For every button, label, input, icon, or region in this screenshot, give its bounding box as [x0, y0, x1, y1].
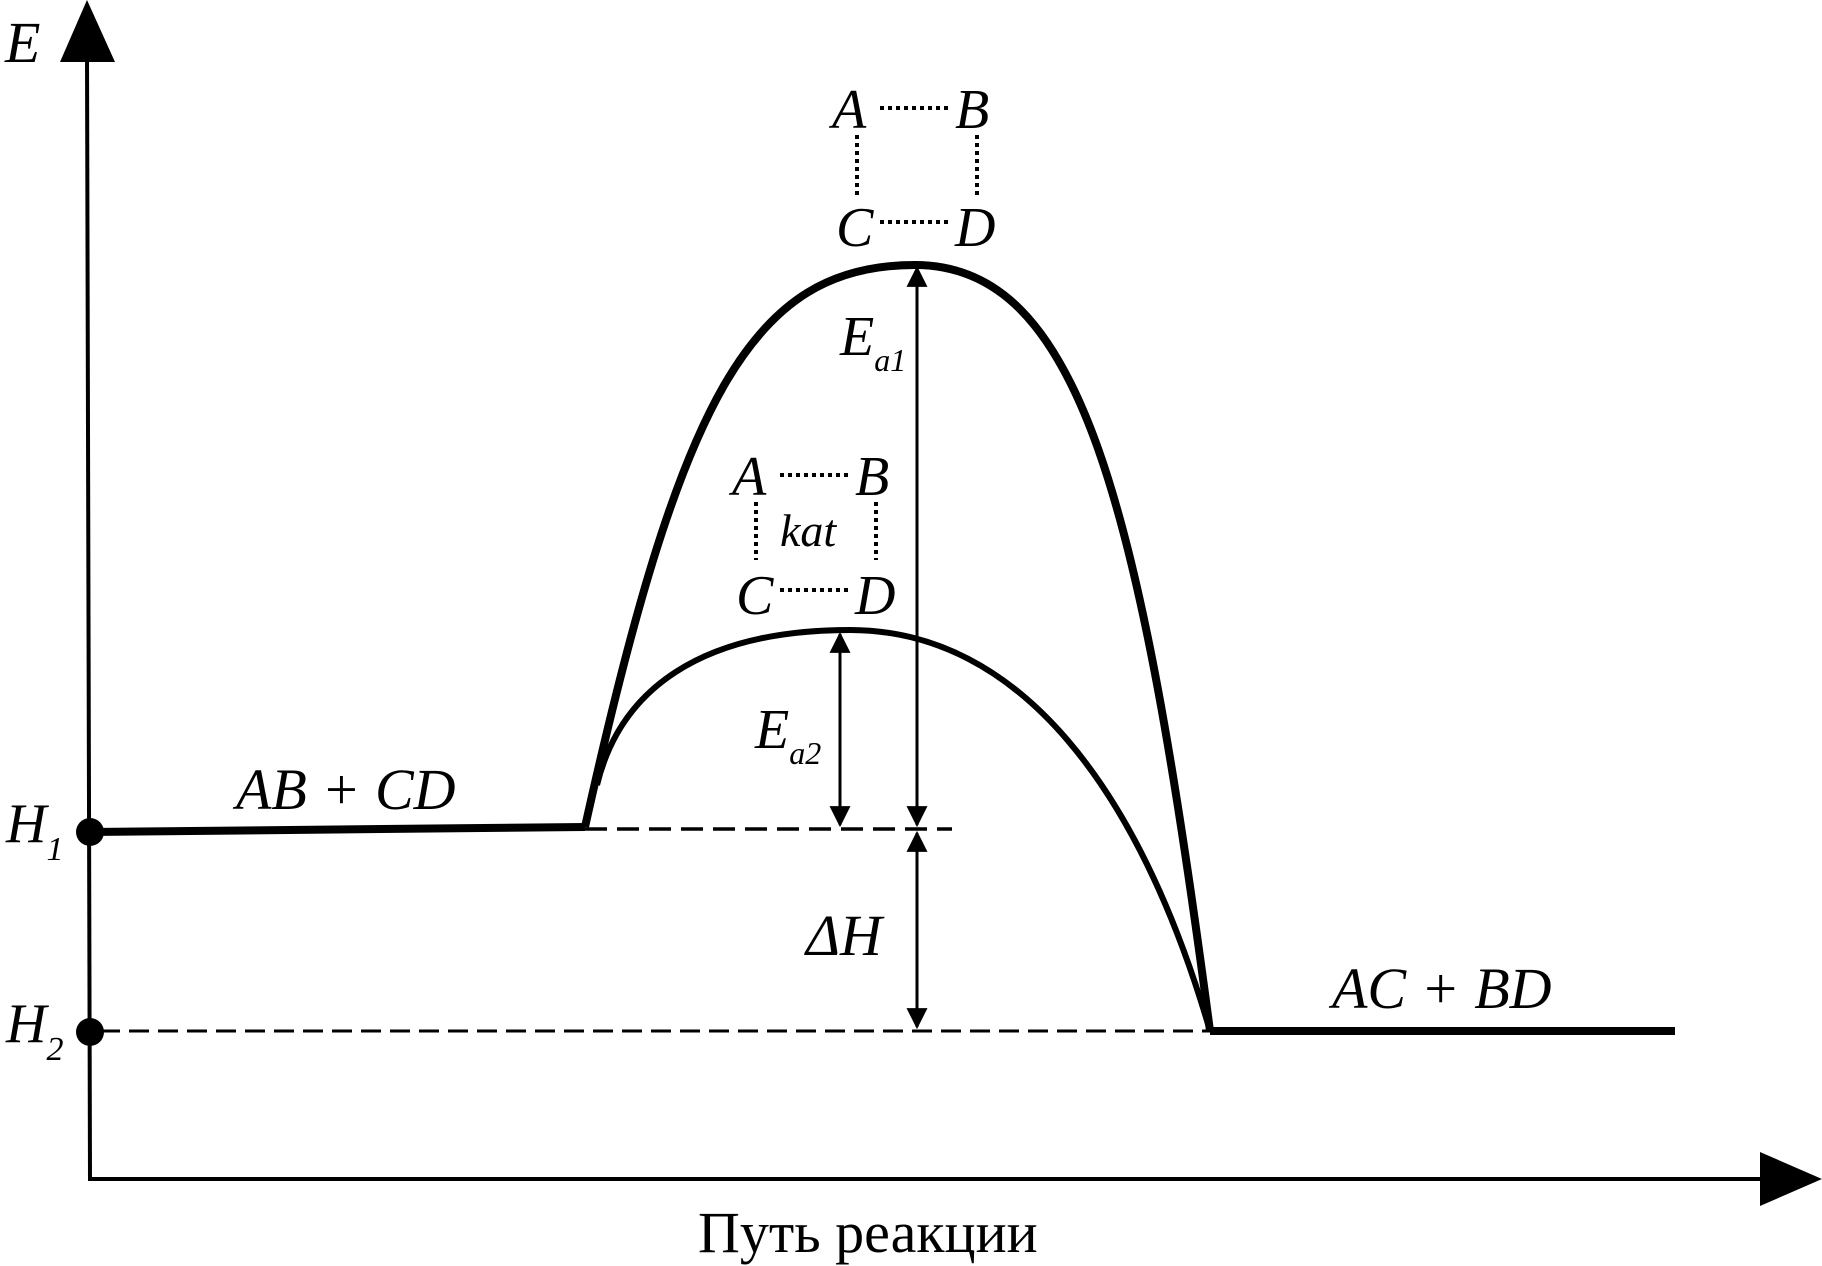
uncatalyzed-energy-curve	[581, 261, 1214, 1032]
h1-level-label: H1	[5, 793, 63, 868]
delta-h-label: ΔH	[804, 903, 885, 968]
y-axis-label: E	[4, 10, 40, 75]
ts1-atom-b: B	[955, 79, 989, 141]
x-axis-arrowhead	[1760, 1152, 1822, 1206]
products-label: AC + BD	[1328, 956, 1552, 1021]
ts2-atom-a: A	[728, 446, 767, 508]
y-axis	[85, 54, 92, 1181]
transition-state-uncatalyzed: A B C D	[828, 79, 995, 259]
y-axis-arrowhead	[60, 0, 115, 62]
x-axis-label: Путь реакции	[698, 1200, 1038, 1265]
reactant-plateau	[89, 823, 586, 836]
ts1-atom-d: D	[954, 197, 995, 259]
ts1-atom-a: A	[828, 79, 867, 141]
ts1-atom-c: C	[836, 197, 874, 259]
transition-state-catalyzed: A B kat C D	[728, 446, 895, 627]
h2-level-dot	[76, 1018, 104, 1046]
ts2-atom-b: B	[855, 446, 889, 508]
ts2-atom-c: C	[736, 565, 774, 627]
catalyzed-energy-curve	[594, 626, 1213, 1032]
ts2-catalyst-label: kat	[780, 505, 837, 556]
ea2-label: Ea2	[754, 699, 821, 771]
reactants-label: AB + CD	[232, 757, 456, 822]
h2-level-label: H2	[5, 993, 63, 1068]
ea1-label: Ea1	[839, 306, 906, 378]
ts2-atom-d: D	[854, 565, 895, 627]
